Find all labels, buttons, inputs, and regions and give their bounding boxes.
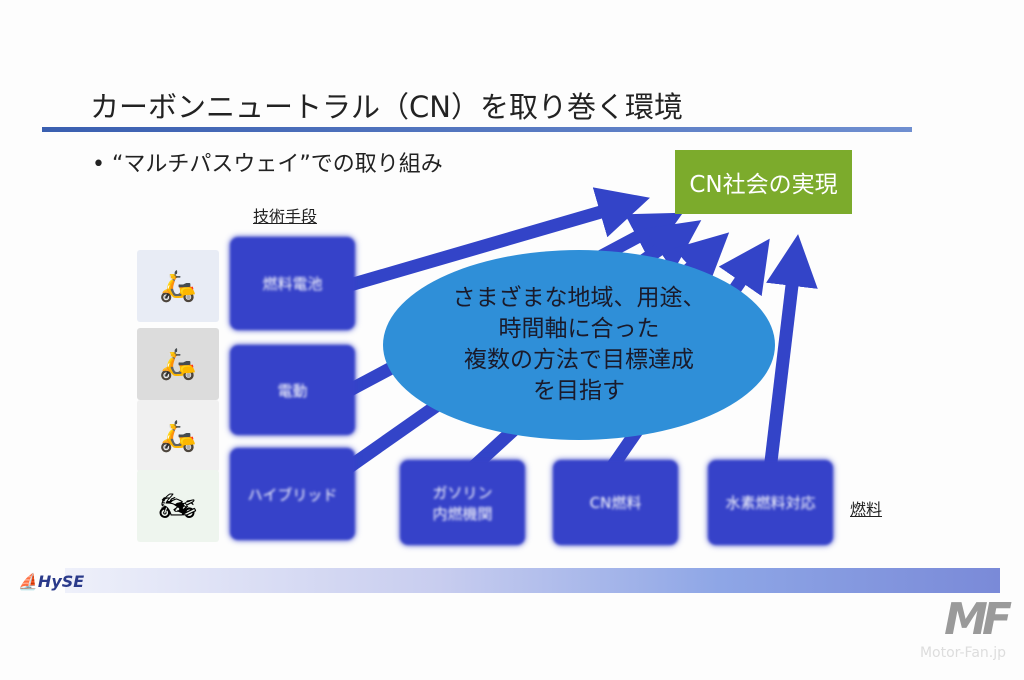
fuel-box-gasoline: ガソリン 内燃機関 [400,460,525,545]
arrow [348,187,650,292]
ellipse-line: を目指す [533,378,625,405]
tech-box-fuel-cell: 燃料電池 [230,237,355,330]
ellipse-line: さまざまな地域、用途、 [452,284,706,311]
tech-box-hybrid: ハイブリッド [230,448,355,540]
hyse-logo: ⛵HySE [18,572,85,591]
title-underline [42,127,912,132]
tech-box-electric: 電動 [230,345,355,435]
goal-box: CN社会の実現 [675,150,852,214]
hybrid-motorcycle-image: 🏍 [137,470,219,542]
electric-scooter-image: 🛵 [137,328,219,400]
fuel-label: 燃料 [850,500,883,519]
arrow [763,234,818,471]
fuel-cell-scooter-image: 🛵 [137,250,219,322]
footer-bar [65,568,1000,593]
ellipse-line: 複数の方法で目標達成 [464,347,694,373]
slide-title: カーボンニュートラル（CN）を取り巻く環境 [90,90,683,124]
bullet-text: • “マルチパスウェイ”での取り組み [92,152,443,177]
fuel-box-cn-fuel: CN燃料 [553,460,678,545]
central-ellipse: さまざまな地域、用途、 時間軸に合った 複数の方法で目標達成 を目指す [383,250,775,440]
ellipse-line: 時間軸に合った [498,315,660,342]
hybrid-scooter-image: 🛵 [137,400,219,472]
logo-icon: ⛵ [18,572,38,591]
tech-label: 技術手段 [253,207,318,226]
fuel-box-hydrogen: 水素燃料対応 [708,460,833,545]
